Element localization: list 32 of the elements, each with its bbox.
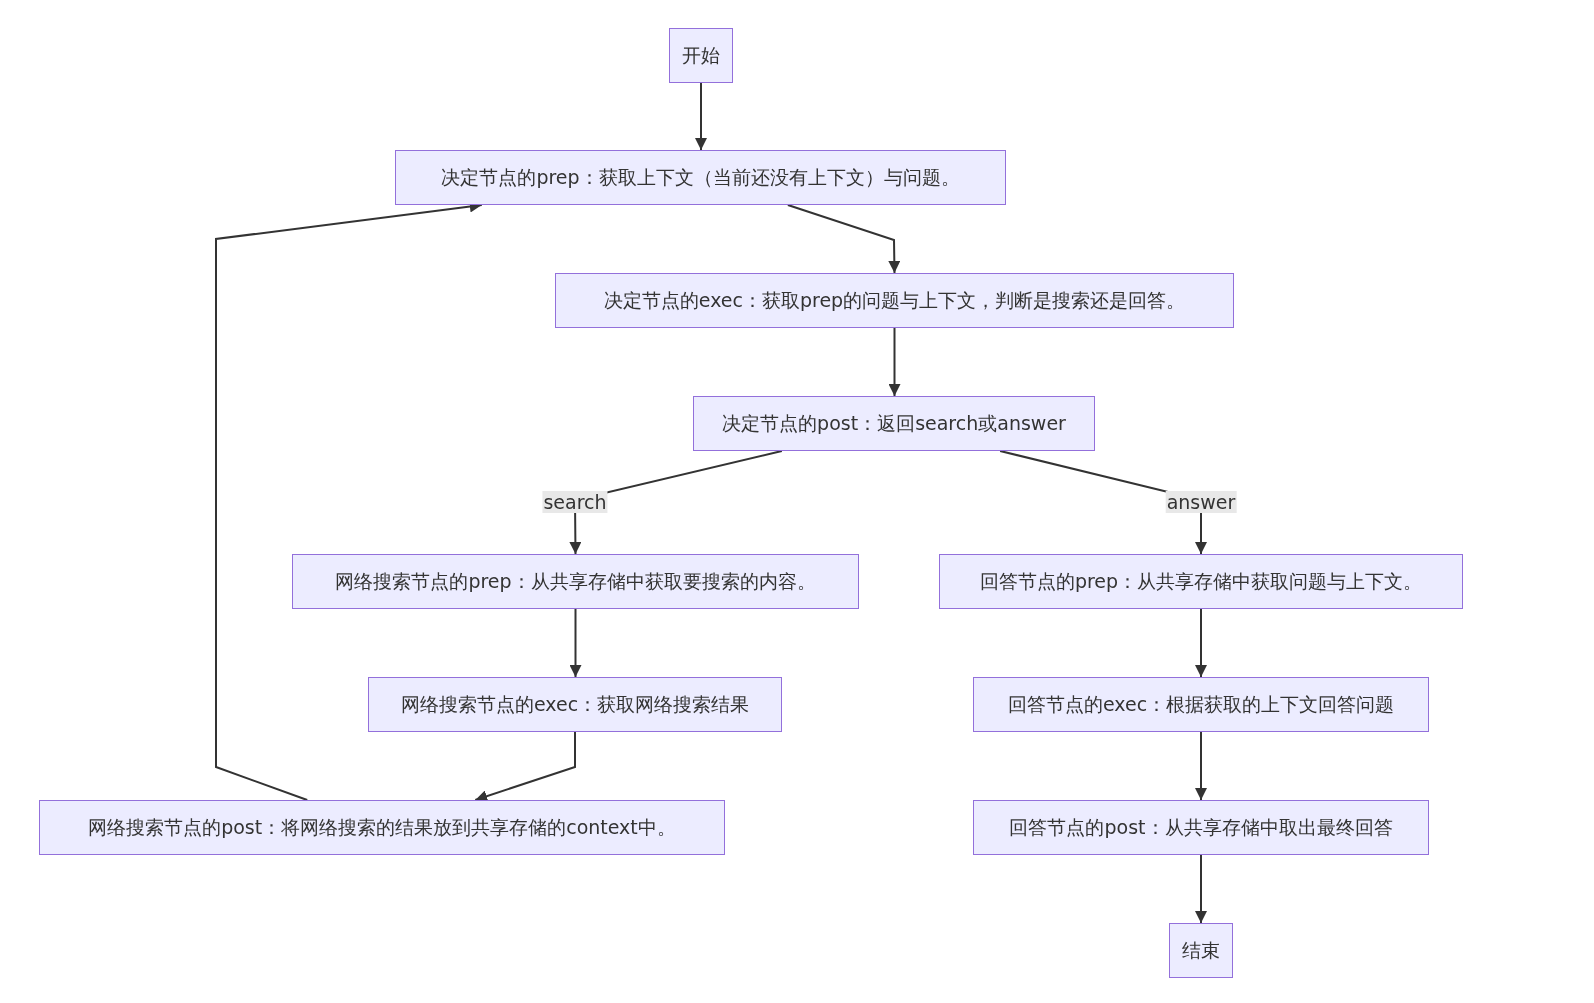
process-box [669, 28, 733, 83]
node-text: 网络搜索节点的prep：从共享存储中获取要搜索的内容。 [335, 568, 816, 594]
arrow [474, 731, 576, 802]
process-box [939, 554, 1463, 609]
edge-label: search [542, 491, 608, 513]
process-box [973, 800, 1429, 855]
node-text: 决定节点的exec：获取prep的问题与上下文，判断是搜索还是回答。 [603, 287, 1186, 313]
node-text: 结束 [1182, 937, 1220, 963]
process-box [39, 800, 725, 855]
arrow [569, 608, 582, 678]
process-box [395, 150, 1006, 205]
edge-label: answer [1165, 491, 1237, 513]
arrow [695, 82, 707, 151]
node-text: 回答节点的prep：从共享存储中获取问题与上下文。 [979, 568, 1423, 594]
node-text: 网络搜索节点的post：将网络搜索的结果放到共享存储的context中。 [88, 814, 676, 840]
process-box [292, 554, 859, 609]
arrow [1195, 731, 1207, 801]
node-text: 决定节点的prep：获取上下文（当前还没有上下文）与问题。 [441, 164, 960, 190]
process-box [555, 273, 1234, 328]
process-box [1169, 923, 1233, 978]
node-text: 网络搜索节点的exec：获取网络搜索结果 [400, 691, 750, 717]
node-text: 回答节点的post：从共享存储中取出最终回答 [1009, 814, 1393, 840]
arrow [888, 327, 901, 397]
arrow [1195, 854, 1207, 924]
node-text: 开始 [682, 42, 720, 68]
node-text: 回答节点的exec：根据获取的上下文回答问题 [1007, 691, 1395, 717]
process-box [973, 677, 1429, 732]
node-text: 决定节点的post：返回search或answer [722, 410, 1066, 436]
process-box [368, 677, 782, 732]
arrow [1195, 608, 1207, 678]
arrow [786, 204, 901, 274]
process-box [693, 396, 1095, 451]
